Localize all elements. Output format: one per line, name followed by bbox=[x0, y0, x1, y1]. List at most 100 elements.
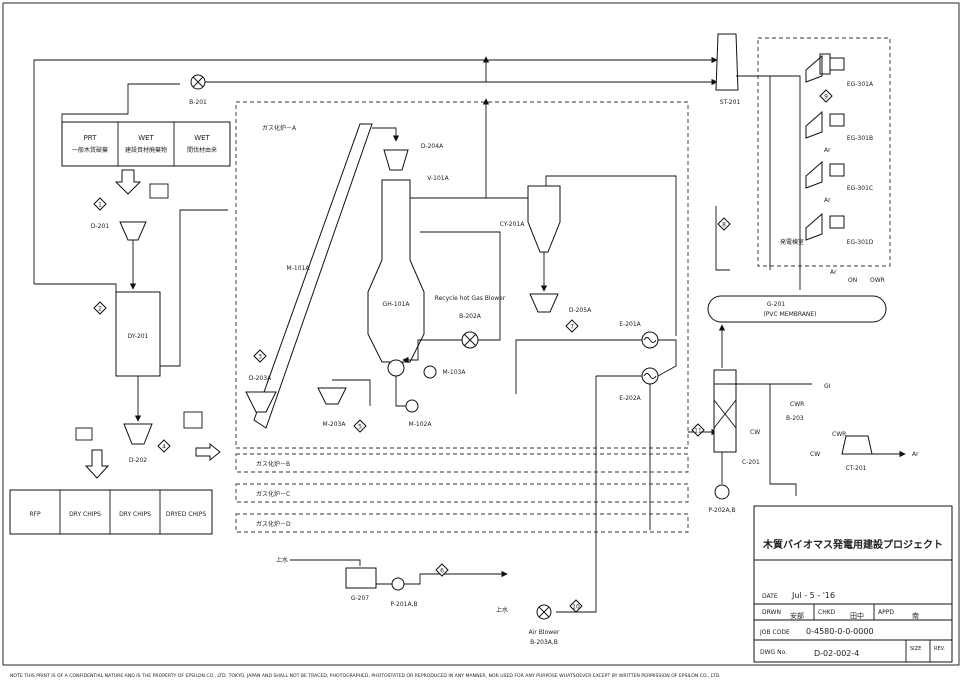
engine-eg301c: EG-301C bbox=[805, 160, 873, 192]
rev-label: REV. bbox=[934, 646, 945, 652]
product-table: RFP DRY CHIPS DRY CHIPS DRYED CHIPS bbox=[9, 489, 213, 535]
cy201a-label: CY-201A bbox=[500, 221, 526, 228]
title-block: 木質バイオマス発電用建設プロジェクト DATE Jul - 5 - '16 DR… bbox=[753, 505, 953, 663]
engine-eg301a: EG-301A bbox=[805, 53, 874, 88]
dwg-label: DWG No. bbox=[760, 649, 787, 656]
stream-marker: 4 bbox=[157, 439, 171, 453]
product-1: RFP bbox=[29, 511, 41, 518]
gas-in-label: GI bbox=[824, 383, 831, 390]
stream-marker-number: 11 bbox=[694, 428, 702, 435]
chkd-value: 田中 bbox=[850, 611, 864, 620]
stream-marker: 11 bbox=[691, 423, 705, 437]
gasifier-c-label: ガス化炉－C bbox=[256, 490, 290, 498]
drawing-frame bbox=[2, 2, 960, 666]
b202a-label: B-202A bbox=[459, 313, 482, 320]
d202-label: D-202 bbox=[129, 457, 147, 464]
truck-icon-right bbox=[183, 411, 203, 429]
ct201-tower bbox=[841, 435, 873, 455]
b201-label: B-201 bbox=[189, 99, 207, 106]
gasifier-b-label: ガス化炉－B bbox=[256, 460, 290, 468]
eg301c-label: EG-301C bbox=[847, 185, 873, 192]
d201-label: D-201 bbox=[91, 223, 109, 230]
dwg-value: D-02-002-4 bbox=[814, 649, 859, 658]
cy201a-cyclone bbox=[527, 185, 561, 253]
engine-zone bbox=[757, 37, 891, 267]
stream-marker: 6 bbox=[435, 563, 449, 577]
e202a-label: E-202A bbox=[619, 395, 641, 402]
eg301a-label: EG-301A bbox=[847, 81, 874, 88]
truck-icon-left bbox=[75, 427, 93, 441]
m102a-label: M-102A bbox=[409, 421, 433, 428]
stream-marker: 10 bbox=[569, 599, 583, 613]
m103a-motor bbox=[423, 365, 437, 379]
stream-marker-number: 4 bbox=[162, 444, 166, 451]
engine-eg301d: EG-301D bbox=[805, 212, 874, 246]
d203a-label: D-203A bbox=[249, 375, 272, 382]
e201a-label: E-201A bbox=[619, 321, 641, 328]
feed-3-bottom: 間伐材由来 bbox=[187, 146, 217, 154]
st201-label: ST-201 bbox=[720, 99, 741, 106]
d202-hopper bbox=[123, 423, 153, 445]
gasifier-b-zone bbox=[235, 453, 689, 473]
m101a-conveyor bbox=[253, 123, 373, 429]
feed-table: PRT 一般木質破棄 WET 建設資材廃棄物 WET 間伐材由来 bbox=[61, 121, 231, 167]
m102a-motor bbox=[405, 399, 419, 413]
stream-marker: 8 bbox=[717, 217, 731, 231]
stream-marker: 9 bbox=[819, 89, 833, 103]
cw-label: CW bbox=[750, 429, 760, 436]
stream-marker-number: 8 bbox=[722, 222, 726, 229]
drwn-value: 安部 bbox=[790, 611, 804, 620]
ar4-label: Ar bbox=[830, 269, 837, 276]
p202ab-label: P-202A,B bbox=[708, 507, 735, 514]
gasifier-c-zone bbox=[235, 483, 689, 503]
stream-marker-number: 9 bbox=[824, 94, 828, 101]
stream-marker-number: 5 bbox=[358, 424, 362, 431]
stream-marker-number: 3 bbox=[258, 354, 262, 361]
feed-3-top: WET bbox=[194, 134, 210, 142]
product-2: DRY CHIPS bbox=[69, 511, 101, 518]
date-label: DATE bbox=[762, 593, 778, 600]
p202ab-pump bbox=[714, 484, 730, 500]
feed-1-bottom: 一般木質破棄 bbox=[72, 146, 108, 154]
generator-room-label: 発電棟室 bbox=[780, 238, 804, 246]
product-down-arrow bbox=[84, 449, 110, 479]
gasifier-heat-exchanger bbox=[387, 359, 405, 377]
cw-in-label: CW bbox=[810, 451, 820, 458]
ar2-label: Ar bbox=[824, 147, 831, 154]
stream-marker: 1 bbox=[93, 197, 107, 211]
dy201-label: DY-201 bbox=[128, 333, 149, 340]
chkd-label: CHKD bbox=[818, 609, 836, 616]
footer-note: NOTE THIS PRINT IS OF A CONFIDENTIAL NAT… bbox=[10, 673, 721, 679]
job-value: 0-4580-0-0-0000 bbox=[806, 627, 874, 636]
feed-2-top: WET bbox=[138, 134, 154, 142]
water-1-label: 上水 bbox=[276, 556, 288, 564]
g207-label: G-207 bbox=[351, 595, 369, 602]
gasifier-d-zone bbox=[235, 513, 689, 533]
stream-marker-number: 1 bbox=[98, 202, 102, 209]
gh101a-label: GH-101A bbox=[383, 301, 411, 308]
m103a-label: M-103A bbox=[443, 369, 467, 376]
eg301b-label: EG-301B bbox=[847, 135, 873, 142]
c201-label: C-201 bbox=[742, 459, 760, 466]
product-4: DRYED CHIPS bbox=[166, 511, 206, 518]
eg301d-label: EG-301D bbox=[847, 239, 874, 246]
feed-1-top: PRT bbox=[84, 134, 98, 142]
d204a-hopper bbox=[383, 149, 409, 171]
ar3-label: Ar bbox=[824, 197, 831, 204]
m101a-label: M-101A bbox=[287, 265, 311, 272]
pvc-membrane-label: (PVC MEMBRANE) bbox=[763, 311, 816, 318]
forklift-icon bbox=[149, 183, 169, 199]
stream-marker-number: 2 bbox=[98, 306, 102, 313]
gasifier-d-label: ガス化炉－D bbox=[256, 520, 291, 528]
job-label: JOB CODE bbox=[759, 629, 790, 636]
b203-label: B-203 bbox=[786, 415, 804, 422]
water-2-label: 上水 bbox=[496, 606, 508, 614]
d205a-hopper bbox=[529, 293, 559, 313]
p201ab-label: P-201A,B bbox=[390, 601, 417, 608]
project-title: 木質バイオマス発電用建設プロジェクト bbox=[762, 538, 943, 551]
drwn-label: DRWN bbox=[762, 609, 781, 616]
b203ab-label: B-203A,B bbox=[530, 639, 558, 646]
g201-label: G-201 bbox=[767, 301, 785, 308]
feed-down-arrow bbox=[114, 169, 142, 195]
cwr2-label: CWR bbox=[832, 431, 846, 438]
